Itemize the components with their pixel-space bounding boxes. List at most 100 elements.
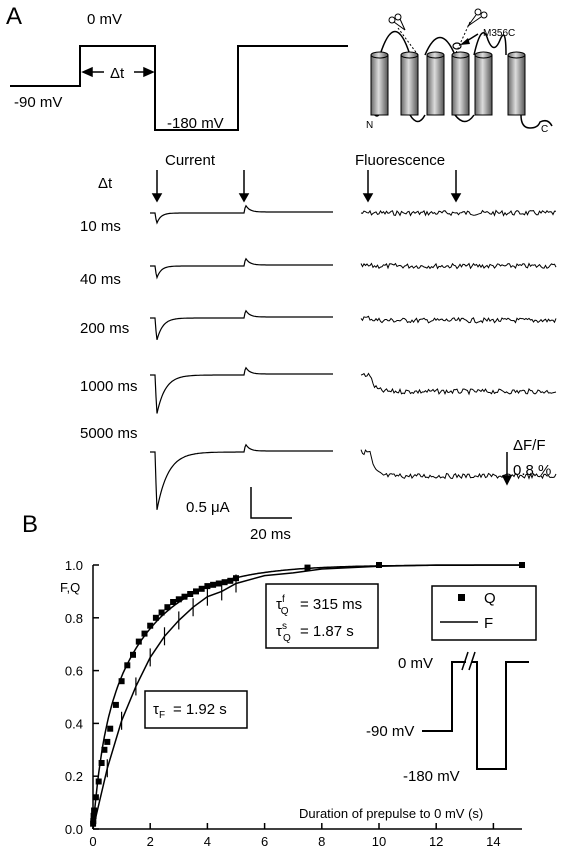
- trace-row-label: 200 ms: [80, 320, 129, 337]
- fluorescence-trace: [360, 262, 557, 270]
- prepulse-voltage-label: 0 mV: [87, 11, 122, 28]
- current-trace: [150, 443, 333, 510]
- fluorescence-trace: [360, 315, 557, 324]
- q-data-point: [221, 579, 228, 586]
- scale-fluor-top-label: ΔF/F: [513, 437, 546, 454]
- q-data-point: [90, 818, 97, 825]
- q-data-point: [90, 812, 97, 819]
- x-tick-label: 12: [429, 834, 443, 849]
- y-tick-label: 0.4: [65, 716, 83, 731]
- x-tick-label: 2: [147, 834, 154, 849]
- q-data-point: [215, 580, 222, 587]
- q-data-point: [112, 701, 119, 708]
- legend-f-label: F: [484, 615, 493, 632]
- trace-row-label: 10 ms: [80, 218, 121, 235]
- y-tick-label: 0.6: [65, 664, 83, 679]
- q-data-point: [204, 583, 211, 590]
- fluorescence-trace: [360, 209, 557, 217]
- q-data-point: [92, 794, 99, 801]
- panel-a-label: A: [6, 3, 22, 30]
- q-data-point: [95, 778, 102, 785]
- inset-holding-label: -90 mV: [366, 723, 414, 740]
- c-terminus-label: C: [541, 124, 548, 135]
- y-tick-label: 0.0: [65, 822, 83, 837]
- q-data-point: [164, 604, 171, 611]
- delta-t-label: Δt: [110, 65, 125, 82]
- q-data-point: [130, 651, 136, 658]
- q-data-point: [181, 593, 188, 600]
- q-data-point: [187, 591, 194, 597]
- q-data-point: [193, 588, 199, 595]
- q-data-point: [233, 575, 239, 582]
- current-trace: [150, 204, 333, 225]
- inset-prepulse-label: 0 mV: [398, 655, 433, 672]
- trace-row-label: 5000 ms: [80, 425, 138, 442]
- legend-q-label: Q: [484, 590, 496, 607]
- current-trace: [150, 309, 333, 340]
- q-data-point: [118, 678, 125, 685]
- x-tick-label: 6: [261, 834, 268, 849]
- x-axis-label: Duration of prepulse to 0 mV (s): [299, 806, 483, 821]
- holding-voltage-label: -90 mV: [14, 94, 62, 111]
- q-data-point: [170, 599, 177, 605]
- inset-test-label: -180 mV: [403, 768, 460, 785]
- n-terminus-label: N: [366, 120, 373, 131]
- tau-q-slow-value: = 1.87 s: [300, 623, 354, 640]
- q-data-point: [141, 630, 148, 637]
- q-points: [90, 562, 525, 827]
- y-tick-label: 1.0: [65, 558, 83, 573]
- tau-q-fast-value: = 315 ms: [300, 596, 362, 613]
- q-data-point: [376, 562, 382, 568]
- scale-time-label: 20 ms: [250, 526, 291, 543]
- q-data-point: [227, 577, 234, 584]
- scale-current-label: 0.5 μA: [186, 499, 230, 516]
- delta-t-arrow: [81, 63, 155, 81]
- current-header: Current: [165, 152, 216, 169]
- inset-protocol: [422, 651, 529, 770]
- marker-arrows: [151, 170, 462, 203]
- current-trace: [150, 257, 333, 280]
- x-tick-label: 10: [372, 834, 386, 849]
- q-data-point: [152, 614, 159, 621]
- q-data-point: [124, 662, 131, 669]
- q-data-point: [104, 738, 111, 745]
- q-data-point: [210, 581, 217, 588]
- trace-row-label: 40 ms: [80, 271, 121, 288]
- tau-f-box: τF = 1.92 s: [144, 690, 248, 729]
- q-data-point: [519, 562, 525, 568]
- y-tick-label: 0.2: [65, 769, 83, 784]
- q-data-point: [198, 585, 205, 592]
- y-axis-label: F,Q: [60, 580, 80, 595]
- x-tick-label: 14: [486, 834, 500, 849]
- panel-b-label: B: [22, 511, 38, 538]
- q-data-point: [175, 596, 182, 603]
- q-data-point: [101, 746, 108, 753]
- legend: Q F: [431, 585, 537, 641]
- x-tick-label: 8: [318, 834, 325, 849]
- q-data-point: [91, 807, 98, 814]
- scissors-icon: [388, 8, 488, 31]
- scale-bars: [250, 452, 513, 519]
- fluorescence-trace: [360, 449, 557, 480]
- delta-t-header: Δt: [98, 175, 113, 192]
- q-data-point: [98, 760, 105, 766]
- q-data-point: [158, 609, 165, 616]
- q-data-point: [147, 622, 154, 629]
- fluorescence-trace: [360, 372, 557, 396]
- scale-fluor-bottom-label: 0.8 %: [513, 462, 551, 479]
- tau-f-value: = 1.92 s: [173, 701, 227, 718]
- test-voltage-label: -180 mV: [167, 115, 224, 132]
- q-data-point: [304, 564, 311, 571]
- q-data-point: [135, 638, 142, 645]
- voltage-protocol: [10, 45, 348, 131]
- channel-topology-diagram: M356C N C: [366, 8, 553, 135]
- x-tick-label: 4: [204, 834, 211, 849]
- y-tick-label: 0.8: [65, 611, 83, 626]
- q-data-point: [107, 725, 114, 732]
- current-trace: [150, 366, 333, 414]
